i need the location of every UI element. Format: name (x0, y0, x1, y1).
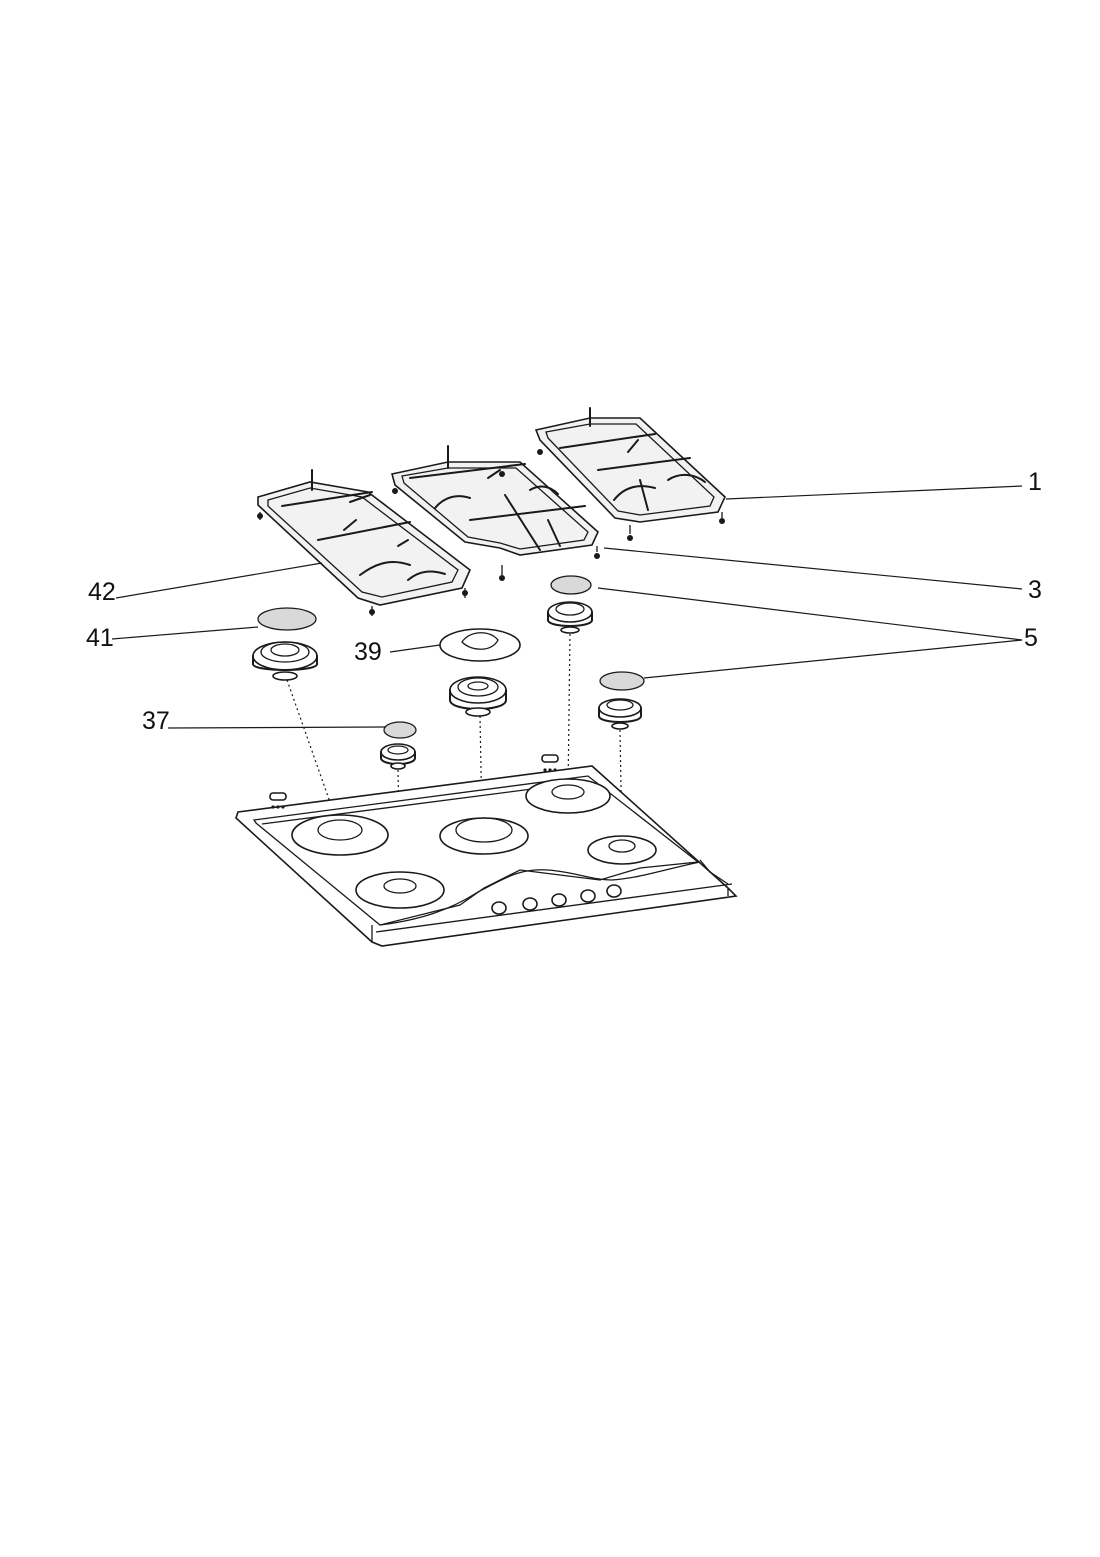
centre-pan-support-grate (391, 445, 600, 581)
control-knob-recesses (491, 884, 622, 915)
leader-lines (111, 485, 1023, 729)
callout-3: 3 (1028, 576, 1042, 604)
left-pan-support-grate (257, 469, 471, 616)
callout-5: 5 (1024, 624, 1038, 652)
left-burner-assembly (252, 607, 318, 681)
front-right-burner-assembly (598, 671, 645, 730)
right-pan-support-grate (534, 407, 726, 541)
callout-42: 42 (88, 578, 116, 606)
callout-1: 1 (1028, 468, 1042, 496)
callout-41: 41 (86, 624, 114, 652)
hob-top-plate (235, 754, 738, 947)
callout-37: 37 (142, 707, 170, 735)
centre-wok-burner-assembly (439, 628, 521, 717)
rear-right-burner-assembly (547, 575, 593, 634)
auxiliary-burner-assembly (380, 721, 417, 770)
callout-39: 39 (354, 638, 382, 666)
